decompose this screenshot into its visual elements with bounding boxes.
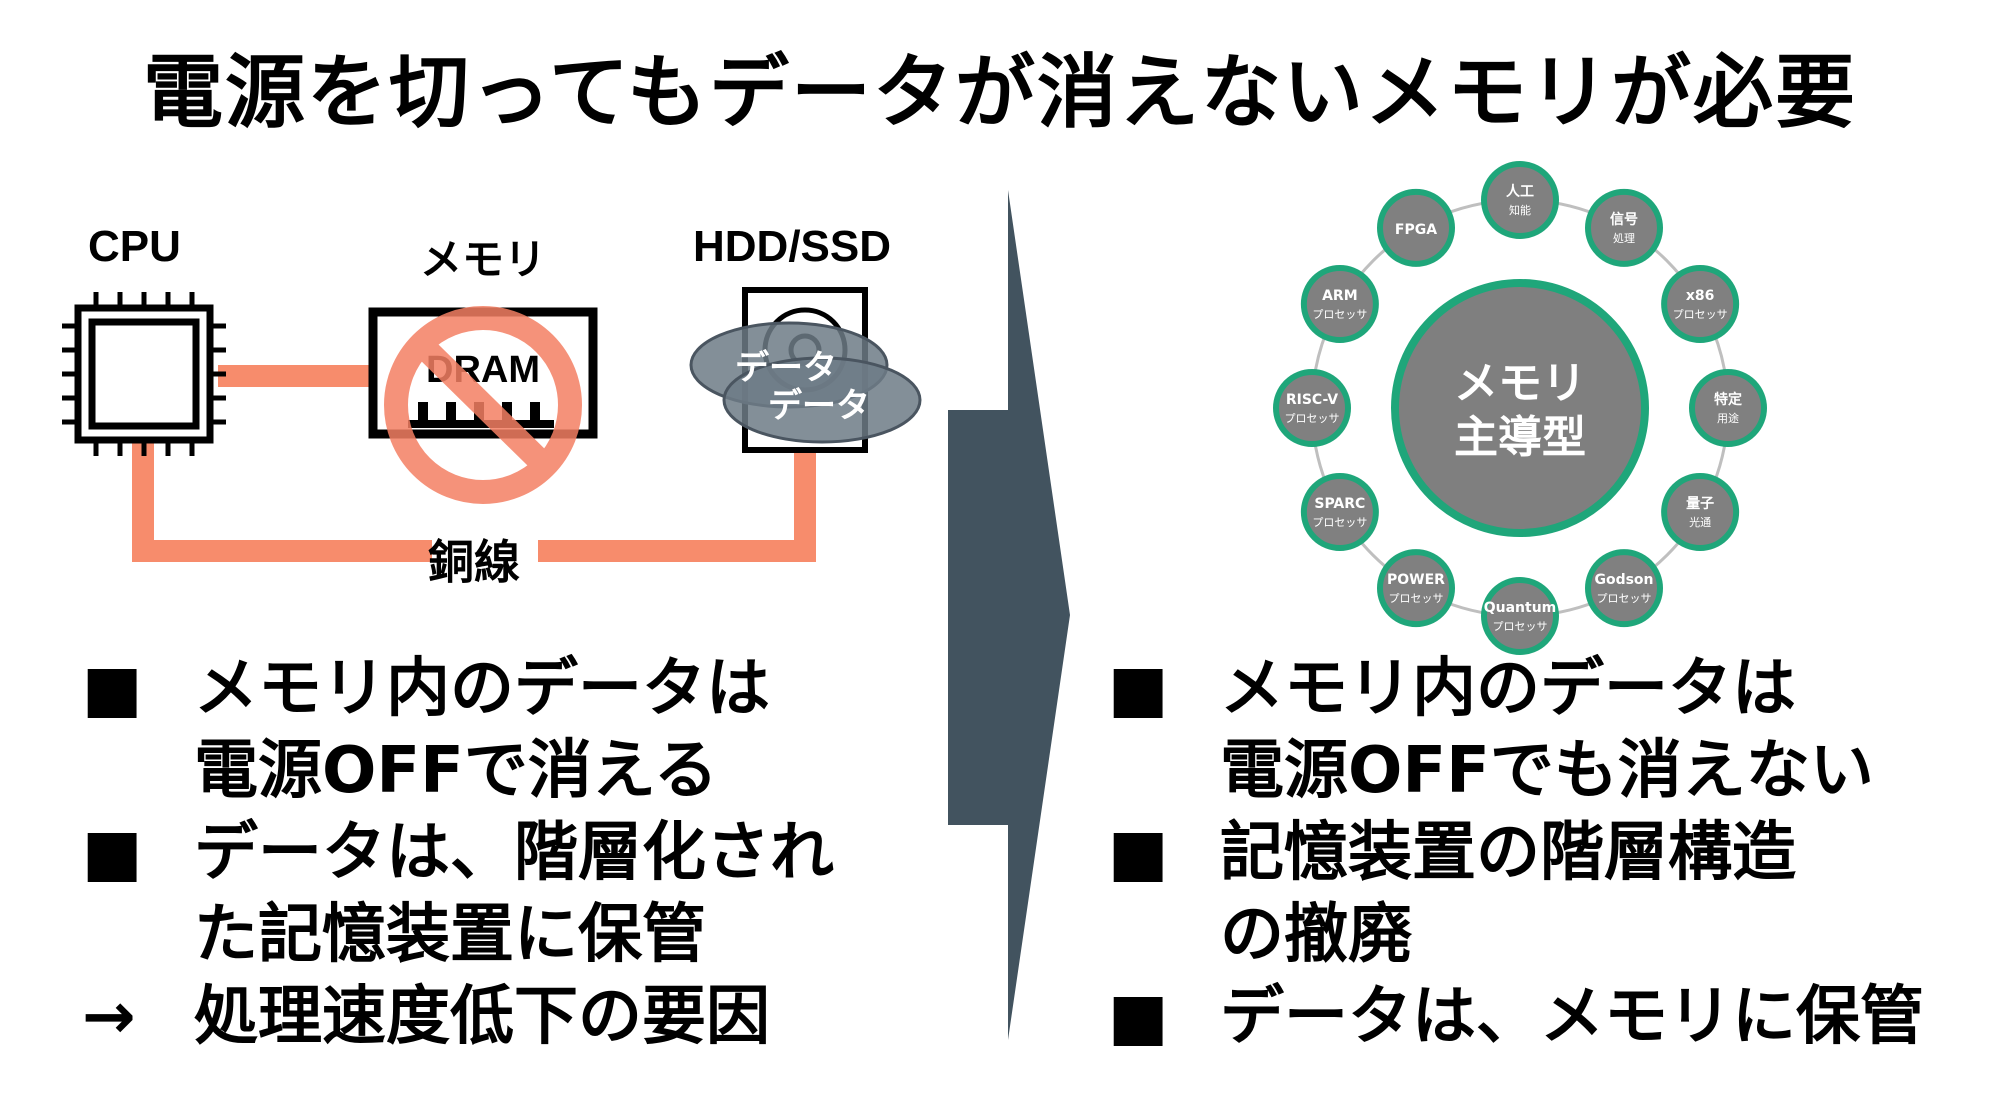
node-label-line2: 光通 [1689,515,1711,529]
memory-hub-diagram: メモリ主導型人工知能信号処理x86プロセッサ特定用途量子光通Godsonプロセッ… [1273,161,1767,655]
left-bullet-list: ■ メモリ内のデータは 電源OFFで消える ■ データは、階層化され た記憶装置に保… [82,648,834,1058]
data-label-2: データ [768,386,870,426]
node-label-line1: SPARC [1314,496,1365,512]
node-label-line2: プロセッサ [1493,620,1548,633]
cpu-chip-icon [62,292,226,456]
processor-node: POWER プロセッサ [1377,549,1455,628]
node-label-line1: 人工 [1506,183,1534,200]
left-bullet-1-line2: 電源OFFで消える [194,734,718,808]
processor-node: FPGA [1377,188,1455,267]
left-bullet-3: → 処理速度低下の要因 [82,976,834,1058]
node-label-line2: プロセッサ [1673,308,1728,321]
memory-label: メモリ [420,235,547,284]
left-bullet-2: ■ データは、階層化され [82,812,834,894]
transition-arrow [948,190,1070,1040]
node-label-line1: POWER [1387,572,1445,588]
node-label-line2: 処理 [1613,232,1635,245]
wire-label: 銅線 [428,535,520,589]
node-label-line1: 信号 [1610,211,1638,228]
bullet-mark: ■ [82,652,143,726]
right-bullet-2-line2: の撤廃 [1220,898,1412,972]
node-label-line1: 量子 [1686,496,1714,512]
data-label-1: データ [735,348,837,388]
right-bullet-2-line1: 記憶装置の階層構造 [1220,816,1796,890]
node-label-line2: プロセッサ [1389,592,1444,605]
left-bullet-2-line1: データは、階層化され [194,816,834,890]
processor-node: Quantum プロセッサ [1481,577,1559,655]
right-bullet-3: ■ データは、メモリに保管 [1108,976,1924,1058]
right-bullet-1-line1: メモリ内のデータは [1220,652,1796,726]
page-title: 電源を切ってもデータが消えないメモリが必要 [143,46,1857,139]
hub-label-line1: メモリ [1454,358,1586,409]
processor-node: RISC-V プロセッサ [1273,369,1351,447]
right-bullet-1: ■ メモリ内のデータは [1108,648,1924,730]
prohibit-icon [384,306,582,504]
node-label-line1: x86 [1686,288,1715,304]
left-bullet-2-line2: た記憶装置に保管 [194,898,706,972]
copper-wire [132,365,816,562]
processor-node: x86 プロセッサ [1661,265,1740,343]
node-label-line1: 特定 [1714,391,1742,408]
processor-node: SPARC プロセッサ [1300,473,1379,551]
arrow-mark: → [82,980,136,1054]
node-label-line2: プロセッサ [1312,308,1367,321]
node-label-line1: RISC-V [1286,392,1338,408]
processor-node: ARM プロセッサ [1300,265,1379,343]
node-label-line2: 知能 [1509,203,1531,217]
processor-node: Godson プロセッサ [1585,549,1663,628]
hub-circle [1391,279,1649,537]
node-label-line1: ARM [1322,288,1358,304]
node-label-line1: FPGA [1395,222,1437,238]
hub-label-line2: 主導型 [1454,412,1586,463]
node-label-line2: プロセッサ [1285,412,1340,425]
right-bullet-1-line2: 電源OFFでも消えない [1220,734,1874,808]
node-label-line1: Quantum [1484,600,1557,616]
bullet-mark: ■ [1108,816,1169,890]
left-bullet-1: ■ メモリ内のデータは [82,648,834,730]
node-label-line2: プロセッサ [1597,592,1652,605]
left-bullet-3-line1: 処理速度低下の要因 [194,980,770,1054]
node-label-line2: プロセッサ [1312,516,1367,529]
data-disk-icon [689,321,922,444]
cpu-label: CPU [88,222,181,271]
bullet-mark: ■ [1108,980,1169,1054]
node-label-line1: Godson [1594,572,1653,588]
bullet-mark: ■ [82,816,143,890]
storage-label: HDD/SSD [693,222,892,271]
left-bullet-1-line1: メモリ内のデータは [194,652,770,726]
node-label-line2: 用途 [1717,411,1739,425]
right-bullet-list: ■ メモリ内のデータは 電源OFFでも消えない ■ 記憶装置の階層構造 の撤廃 ■ デ… [1108,648,1924,1058]
bullet-mark: ■ [1108,652,1169,726]
right-bullet-3-line1: データは、メモリに保管 [1220,980,1924,1054]
right-bullet-2: ■ 記憶装置の階層構造 [1108,812,1924,894]
